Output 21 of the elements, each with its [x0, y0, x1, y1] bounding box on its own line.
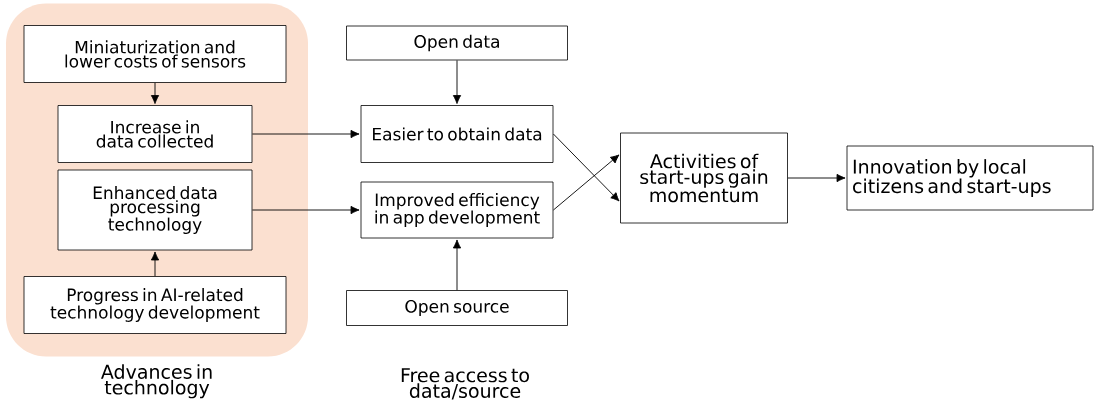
process-box: Open data: [346, 25, 568, 61]
arrow: [452, 59, 462, 104]
arrow: [150, 82, 160, 104]
process-box: Progress in AI-related technology development: [23, 276, 287, 334]
process-box: Improved efficiency in app development: [360, 181, 554, 239]
group-heading: Advances in technology: [101, 364, 212, 399]
process-box: Increase in data collected: [57, 105, 253, 163]
process-box: Innovation by local citizens and start-ups: [846, 145, 1094, 211]
arrow: [452, 239, 462, 291]
arrow: [251, 129, 360, 139]
process-box: Enhanced data processing technology: [57, 169, 253, 251]
arrow: [552, 133, 620, 202]
process-box: Easier to obtain data: [360, 105, 554, 163]
process-box: Open source: [346, 290, 568, 326]
group-heading: Free access to data/source: [401, 368, 529, 400]
arrow: [787, 173, 846, 183]
arrow: [150, 251, 160, 277]
process-box: Activities of start-ups gain momentum: [620, 132, 788, 224]
arrow: [552, 154, 620, 211]
process-box: Miniaturization and lower costs of sensors: [23, 25, 287, 83]
arrow: [251, 205, 360, 215]
